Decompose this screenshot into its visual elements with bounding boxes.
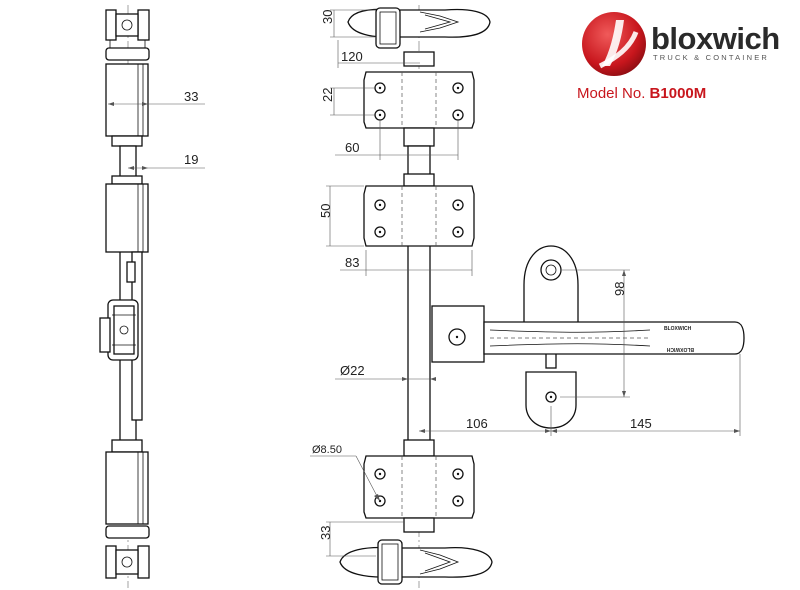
brand-tagline: TRUCK & CONTAINER <box>653 53 770 62</box>
dim-33-bottom: 33 <box>318 526 333 540</box>
front-top-cam <box>347 7 491 67</box>
side-middle-guide <box>105 175 149 253</box>
dim-side-19: 19 <box>184 152 198 167</box>
dim-106: 106 <box>466 416 488 431</box>
dim-83: 83 <box>345 255 359 270</box>
dim-145: 145 <box>630 416 652 431</box>
dim-guide-height: 50 <box>318 185 364 247</box>
side-top-bracket <box>105 63 149 147</box>
front-handle-hub <box>431 305 485 363</box>
side-top-cam <box>105 9 150 61</box>
dim-top-cam-height: 30 <box>320 10 376 38</box>
dim-98: 98 <box>612 282 627 296</box>
dim-hole-pitch-v: 22 <box>320 88 376 116</box>
dim-top-cam-width: 120 <box>337 40 420 68</box>
dim-side-33: 33 <box>184 89 198 104</box>
side-dim-33: 33 <box>108 89 205 106</box>
dim-60: 60 <box>345 140 359 155</box>
side-bottom-cam <box>105 525 150 579</box>
front-handle-lever: BLOXWICH BLOXWICH <box>483 321 745 355</box>
dim-120: 120 <box>341 49 363 64</box>
dim-hub-height: 98 <box>560 269 630 398</box>
side-view: 33 19 <box>99 5 205 588</box>
lever-engraving-top: BLOXWICH <box>664 326 692 332</box>
dim-50: 50 <box>318 204 333 218</box>
front-bottom-bracket <box>363 439 475 533</box>
side-dim-19: 19 <box>128 152 205 170</box>
model-code: B1000M <box>649 85 707 102</box>
front-bottom-cam <box>339 539 493 585</box>
dim-8-50-diameter: Ø8.50 <box>312 444 342 456</box>
bloxwich-logo <box>582 12 646 76</box>
dim-guide-width: 83 <box>340 250 473 276</box>
dim-bottom-cam-height: 33 <box>318 521 404 557</box>
dim-handle-horizontal: 106 145 <box>419 354 741 436</box>
lever-engraving-bottom: BLOXWICH <box>666 346 694 352</box>
model-label: Model No. <box>577 85 646 102</box>
model-number: Model No. B1000M <box>577 85 706 102</box>
dim-30: 30 <box>320 10 335 24</box>
brand-name: bloxwich <box>651 21 780 56</box>
front-middle-guide <box>363 173 475 247</box>
dim-bar-diameter: Ø22 <box>335 363 436 381</box>
dim-22: 22 <box>320 88 335 102</box>
side-handle-hub <box>99 251 143 421</box>
dim-hole-diameter: Ø8.50 <box>310 444 380 501</box>
front-top-bracket <box>363 71 475 147</box>
dim-hole-pitch-h: 60 <box>335 120 459 160</box>
dim-22-diameter: Ø22 <box>340 363 365 378</box>
front-view: BLOXWICH BLOXWICH <box>310 5 745 588</box>
side-bottom-bracket <box>105 439 149 525</box>
